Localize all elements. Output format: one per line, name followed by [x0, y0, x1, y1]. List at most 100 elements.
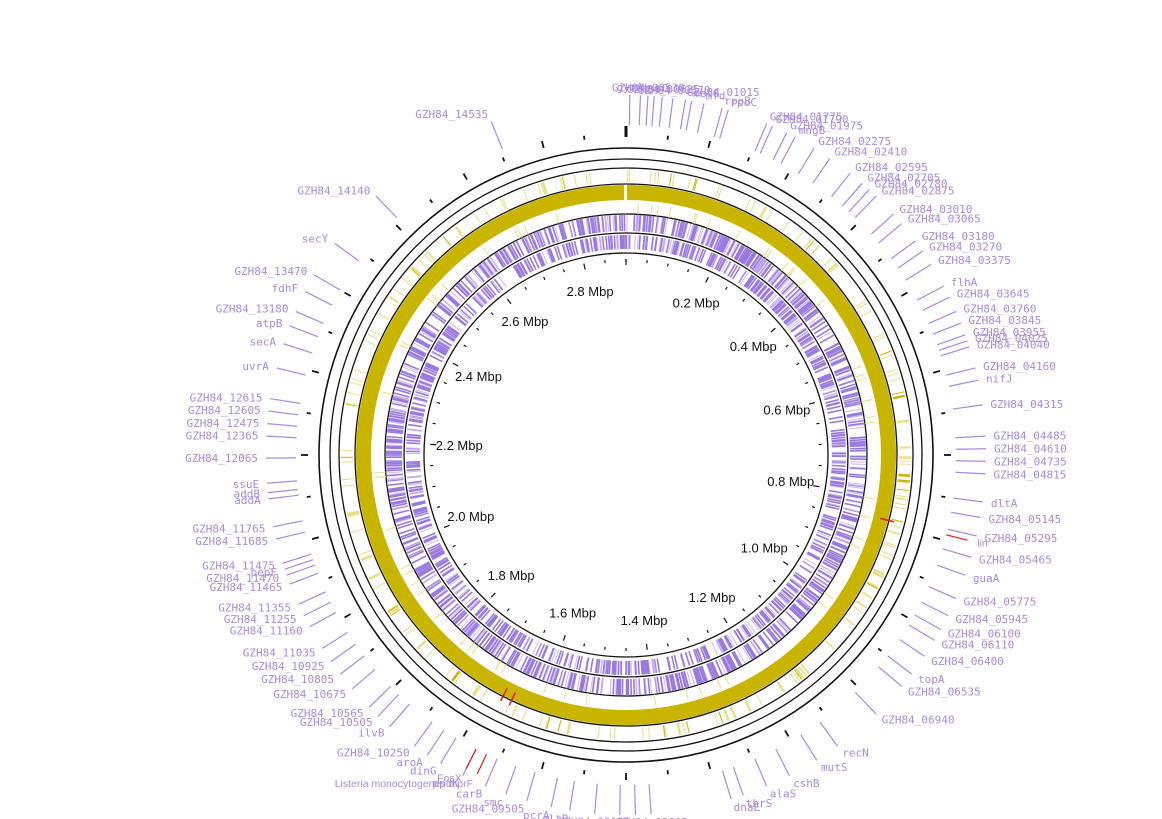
cds-stripe [751, 280, 762, 293]
cds-stripe [396, 520, 413, 527]
cds-stripe [420, 330, 435, 340]
inner-tick [645, 643, 648, 650]
cds-stripe [538, 252, 546, 266]
cds-stripe [811, 320, 826, 331]
gene-label: GZH84_03760 [963, 302, 1036, 315]
cds-stripe [591, 676, 596, 693]
cds-stripe [791, 293, 805, 306]
cds-stripe [801, 305, 815, 317]
cds-stripe [386, 439, 403, 443]
cds-stripe [761, 263, 772, 278]
cds-stripe [551, 668, 558, 684]
cds-stripe [794, 296, 808, 309]
cds-stripe [820, 522, 834, 529]
gc-stripe [416, 589, 427, 597]
leader-line [719, 109, 729, 139]
cds-stripe [661, 238, 665, 253]
cds-stripe [413, 507, 428, 513]
gc-stripe [516, 227, 523, 238]
cds-stripe [839, 522, 855, 529]
cds-stripe [391, 500, 408, 506]
cds-stripe [647, 677, 651, 694]
gc-stripe [762, 247, 770, 258]
cds-stripe [635, 678, 637, 695]
cds-stripe [490, 639, 502, 655]
cds-stripe [430, 584, 445, 596]
gene-label: GZH84_11685 [195, 535, 268, 548]
cds-stripe [756, 259, 768, 274]
special-mark [508, 692, 516, 706]
cds-stripe [472, 296, 483, 308]
cds-stripe [610, 235, 614, 250]
cds-stripe [484, 285, 495, 298]
cds-stripe [389, 491, 406, 496]
cds-stripe [813, 576, 828, 587]
scale-tick [784, 729, 790, 737]
cds-stripe [480, 288, 491, 301]
cds-stripe [696, 648, 703, 662]
cds-stripe [594, 658, 599, 673]
cds-stripe [635, 215, 638, 232]
cds-stripe [558, 669, 564, 686]
cds-stripe [727, 263, 736, 277]
gene-label: flhA [951, 276, 978, 289]
cds-stripe [478, 607, 489, 620]
cds-stripe [772, 623, 785, 637]
cds-stripe [612, 678, 615, 695]
gc-stripe [866, 581, 879, 589]
inner-tick [805, 525, 809, 529]
cds-stripe [820, 381, 834, 388]
cds-stripe [594, 237, 599, 252]
cds-stripe [844, 400, 861, 407]
cds-stripe [796, 331, 809, 340]
cds-stripe [822, 561, 838, 571]
scale-tick [919, 330, 924, 335]
cds-stripe [521, 238, 530, 254]
cds-stripe [418, 382, 432, 388]
gc-stripe [400, 341, 412, 347]
cds-stripe [398, 376, 415, 384]
inner-tick [758, 594, 762, 598]
cds-stripe [802, 591, 816, 603]
cds-stripe [823, 342, 839, 352]
cds-stripe [822, 515, 837, 522]
cds-stripe [484, 612, 495, 625]
cds-stripe [771, 299, 783, 311]
leader-line [313, 274, 341, 291]
leader-line [679, 99, 687, 130]
gc-stripe [706, 217, 712, 229]
gc-stripe [358, 550, 371, 556]
inner-tick [813, 485, 820, 488]
cds-stripe [762, 290, 774, 302]
cds-stripe [591, 217, 596, 234]
cds-stripe [792, 293, 805, 306]
cds-stripe [780, 280, 792, 294]
cds-stripe [466, 596, 478, 608]
leader-line [936, 334, 966, 346]
inner-tick [562, 634, 566, 641]
cds-stripe [538, 663, 546, 679]
gc-stripe [585, 172, 589, 185]
gc-stripe [682, 721, 686, 734]
cds-stripe [830, 431, 845, 435]
cds-stripe [846, 491, 863, 495]
cds-stripe [654, 676, 659, 693]
leader-line [505, 765, 517, 795]
leader-line [897, 250, 924, 269]
scale-tick [541, 140, 545, 149]
cds-stripe [430, 549, 444, 558]
cds-stripe [777, 278, 790, 291]
gc-stripe [381, 391, 393, 396]
gene-label: GZH84_11765 [193, 522, 266, 535]
leader-line [780, 136, 796, 164]
cds-stripe [413, 398, 427, 403]
cds-stripe [708, 253, 716, 268]
gc-stripe [482, 247, 490, 257]
cds-stripe [830, 356, 846, 364]
cds-stripe [826, 348, 842, 357]
inner-tick [436, 506, 441, 509]
gc-stripe [514, 228, 520, 240]
cds-stripe [685, 223, 692, 240]
gc-stripe [744, 198, 752, 210]
cds-stripe [674, 220, 681, 237]
